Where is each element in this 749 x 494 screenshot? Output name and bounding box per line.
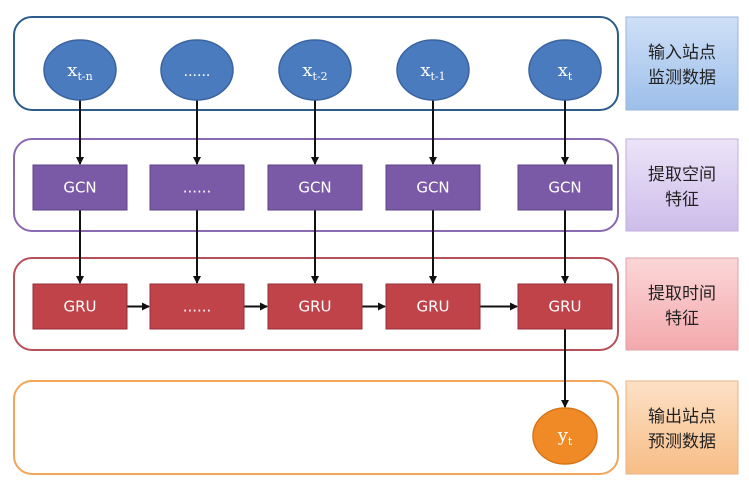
gcn-label-box [625,138,739,232]
input-node-base: x [558,60,568,81]
gcn-label-line-2: 特征 [665,190,699,210]
gru-box-label: GRU [63,298,96,316]
gcn-box-shape [385,164,481,211]
gru-box-2: GRU [267,283,363,330]
input-node-3: xt-1 [396,39,470,101]
input-label-line-1: 输入站点 [648,43,716,63]
gcn-box-label: GCN [416,179,449,197]
output-label-panel: 输出站点 预测数据 [625,380,739,475]
input-node-label: xt-n [67,60,92,83]
gru-label-panel: 提取时间 特征 [625,257,739,351]
gcn-box-label: ...... [183,179,212,197]
output-frame [13,380,619,475]
gcn-box-shape [267,164,363,211]
input-node-shape [43,39,117,101]
gru-box-label: GRU [416,298,449,316]
input-node-shape [528,39,602,101]
input-node-0: xt-n [43,39,117,101]
input-node-subscript: t-2 [313,70,328,83]
input-node-base: x [420,60,430,81]
input-node-label: xt [558,60,573,83]
input-node-1: ...... [160,39,234,101]
output-label-line-1: 输出站点 [648,407,716,427]
input-node-base: x [67,60,77,81]
input-node-label: ...... [184,64,211,80]
input-node-subscript: t-1 [431,70,446,83]
gcn-box-label: GCN [298,179,331,197]
gcn-box-label: GCN [548,179,581,197]
input-node-label: xt-2 [302,60,327,83]
gru-box-shape [517,283,613,330]
output-node-group: yt [532,407,598,465]
output-node: yt [532,407,598,465]
gru-label-line-2: 特征 [665,309,699,329]
gcn-box-4: GCN [517,164,613,211]
arrows-layer [76,100,569,408]
input-node-subscript: t-n [77,70,92,83]
input-node-label: xt-1 [420,60,445,83]
gru-box-4: GRU [517,283,613,330]
gru-label-line-1: 提取时间 [648,284,716,304]
gcn-label-line-1: 提取空间 [648,165,716,185]
gru-box-shape [32,283,128,330]
gru-box-label: ...... [183,298,212,316]
gcn-box-0: GCN [32,164,128,211]
output-node-label: yt [557,425,573,448]
gcn-box-shape [517,164,613,211]
gru-box-label: GRU [548,298,581,316]
input-node-base: ...... [184,64,211,80]
output-label-line-2: 预测数据 [648,432,716,452]
input-node-4: xt [528,39,602,101]
gru-label-box [625,257,739,351]
input-label-box [625,16,739,111]
output-node-base: y [557,425,569,446]
gru-box-0: GRU [32,283,128,330]
gru-box-shape [267,283,363,330]
gcn-box-1: ...... [149,164,245,211]
gru-box-shape [385,283,481,330]
input-node-subscript: t [568,70,573,83]
gcn-box-shape [149,164,245,211]
gcn-box-2: GCN [267,164,363,211]
gru-box-label: GRU [298,298,331,316]
gcn-box-label: GCN [63,179,96,197]
input-label-panel: 输入站点 监测数据 [625,16,739,111]
gcn-box-shape [32,164,128,211]
output-node-shape [532,407,598,465]
input-node-shape [278,39,352,101]
gru-box-3: GRU [385,283,481,330]
input-node-shape [396,39,470,101]
input-node-2: xt-2 [278,39,352,101]
gcn-box-3: GCN [385,164,481,211]
gru-boxes: GRU...... GRU GRU GRU [32,283,613,330]
input-node-base: x [302,60,312,81]
gru-box-1: ...... [149,283,245,330]
gcn-label-panel: 提取空间 特征 [625,138,739,232]
gru-box-shape [149,283,245,330]
gcn-boxes: GCN...... GCN GCN GCN [32,164,613,211]
input-node-shape [160,39,234,101]
output-label-box [625,380,739,475]
input-label-line-2: 监测数据 [648,68,716,88]
output-node-subscript: t [568,435,573,448]
